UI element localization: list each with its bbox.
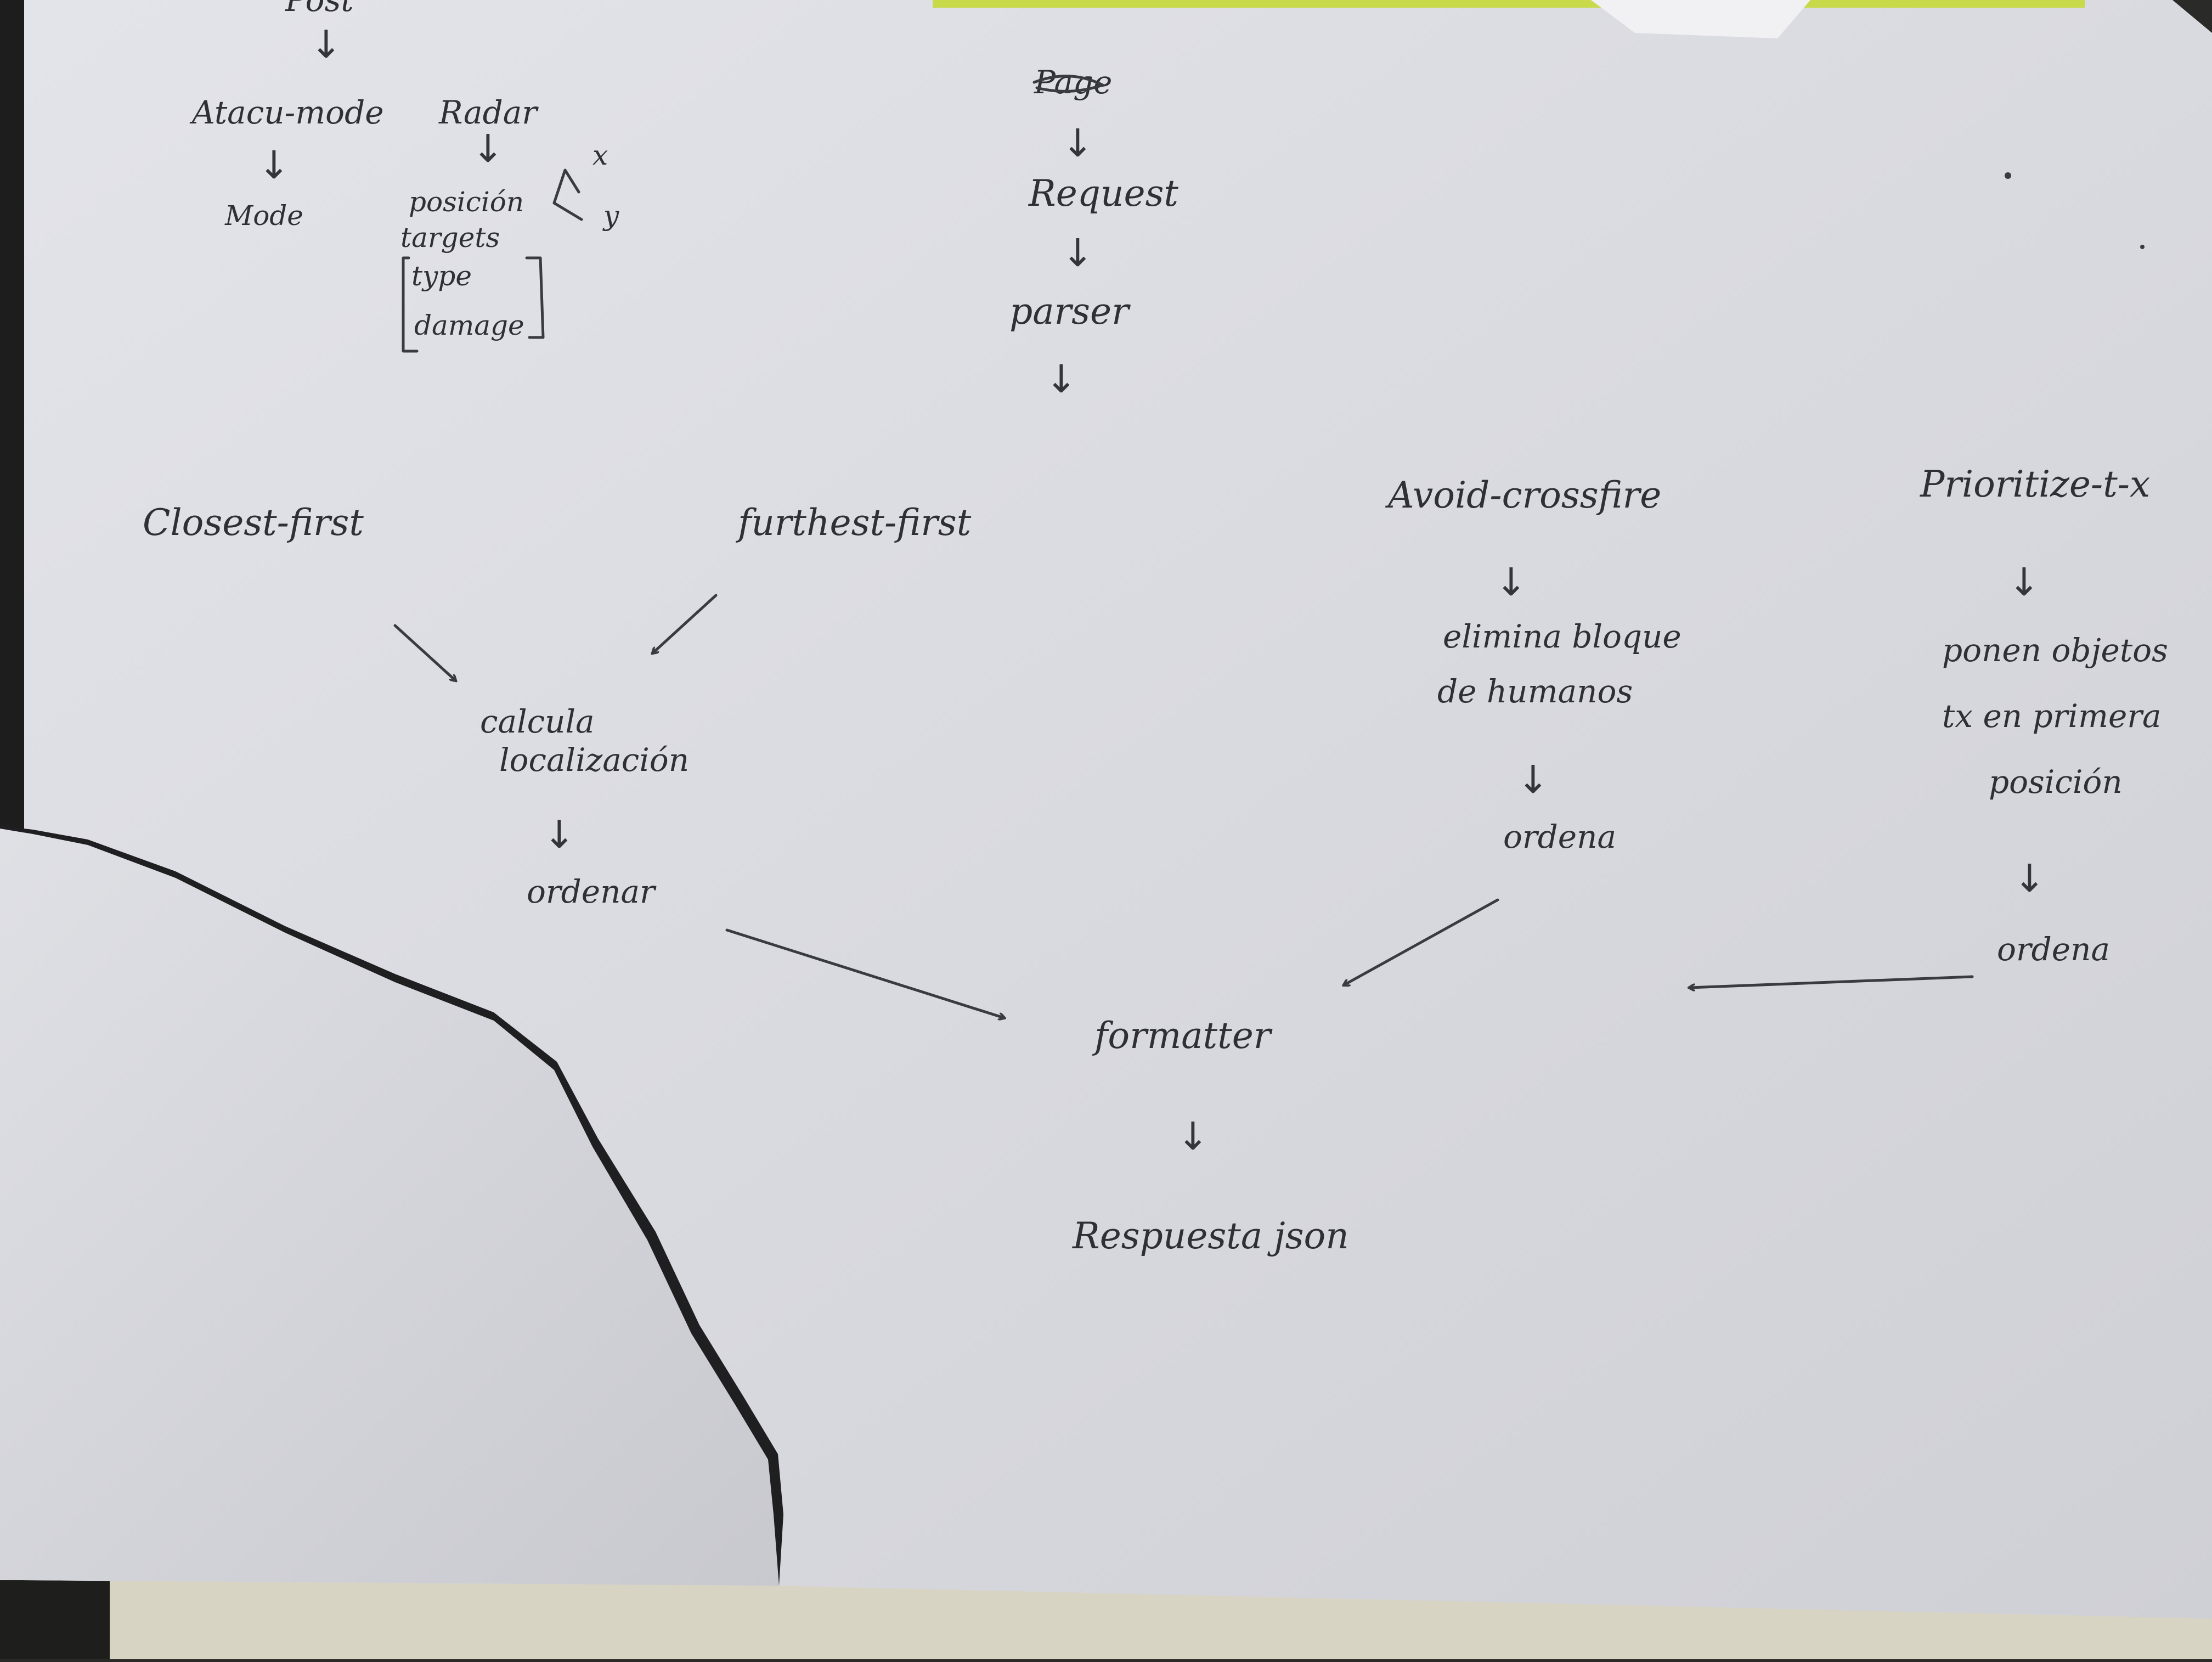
ponen-line1-label: ponen objetos <box>1942 632 2168 669</box>
targets-label: targets <box>400 222 500 253</box>
x-label: x <box>592 139 608 171</box>
down-arrow-icon: ↓ <box>258 143 290 188</box>
arrow-ordena-to-formatter <box>1344 898 1499 985</box>
xy-axis-sketch <box>552 168 583 221</box>
down-arrow-icon: ↓ <box>310 22 342 67</box>
avoid-crossfire-label: Avoid-crossfire <box>1385 474 1661 516</box>
bracket-right <box>525 256 545 339</box>
request-label: Request <box>1028 172 1178 215</box>
prioritize-tx-label: Prioritize-t-x <box>1920 463 2150 505</box>
left-edge-shadow <box>0 0 24 834</box>
calcula-label: calcula <box>480 703 595 740</box>
ordena-mid-label: ordena <box>1503 818 1616 855</box>
formatter-label: formatter <box>1092 1015 1273 1057</box>
tape-strip <box>933 0 2085 8</box>
ponen-line2-label: tx en primera <box>1942 697 2162 735</box>
response-json-label: Respuesta json <box>1072 1215 1349 1257</box>
ponen-line3-label: posición <box>1989 763 2123 801</box>
down-arrow-icon: ↓ <box>2008 560 2040 605</box>
down-arrow-icon: ↓ <box>1495 560 1527 605</box>
down-arrow-icon: ↓ <box>543 812 575 857</box>
closest-first-label: Closest-first <box>143 502 364 544</box>
bracket-left <box>402 256 419 353</box>
ordena-right-label: ordena <box>1997 931 2110 968</box>
position-label: posición <box>409 186 524 218</box>
attack-mode-label: Atacu-mode <box>189 94 384 131</box>
damage-label: damage <box>414 309 524 341</box>
arrow-furthest-to-calcula <box>653 594 718 653</box>
down-arrow-icon: ↓ <box>2013 856 2046 901</box>
furthest-first-label: furthest-first <box>735 502 972 544</box>
parser-label: parser <box>1009 290 1131 333</box>
elimina-line2-label: de humanos <box>1437 673 1633 710</box>
down-arrow-icon: ↓ <box>1045 357 1077 402</box>
page-label: Page <box>1034 64 1112 101</box>
mode-label: Mode <box>224 200 303 232</box>
torn-paper-piece <box>0 829 779 1586</box>
post-label: Post <box>285 0 354 19</box>
down-arrow-icon: ↓ <box>1517 757 1549 802</box>
elimina-line1-label: elimina bloque <box>1443 618 1681 655</box>
ink-speck <box>2140 245 2145 249</box>
arrow-ordena-right-to-formatter <box>1690 975 1974 988</box>
radar-label: Radar <box>438 94 539 131</box>
ordenar-left-label: ordenar <box>527 873 657 910</box>
down-arrow-icon: ↓ <box>1062 121 1094 166</box>
localizacion-label: localización <box>499 741 689 779</box>
tape-roll <box>1591 0 1810 38</box>
down-arrow-icon: ↓ <box>1177 1114 1209 1159</box>
torn-edge-shadow <box>0 826 783 1586</box>
arrow-ordenar-to-formatter <box>725 928 1004 1018</box>
table-shadow <box>0 1569 110 1659</box>
y-label: y <box>602 200 619 232</box>
type-label: type <box>411 260 472 292</box>
arrow-closest-to-calcula <box>393 624 455 680</box>
ink-speck <box>2005 172 2011 179</box>
down-arrow-icon: ↓ <box>472 126 504 171</box>
down-arrow-icon: ↓ <box>1062 230 1094 275</box>
scribble-strike <box>1032 75 1104 93</box>
